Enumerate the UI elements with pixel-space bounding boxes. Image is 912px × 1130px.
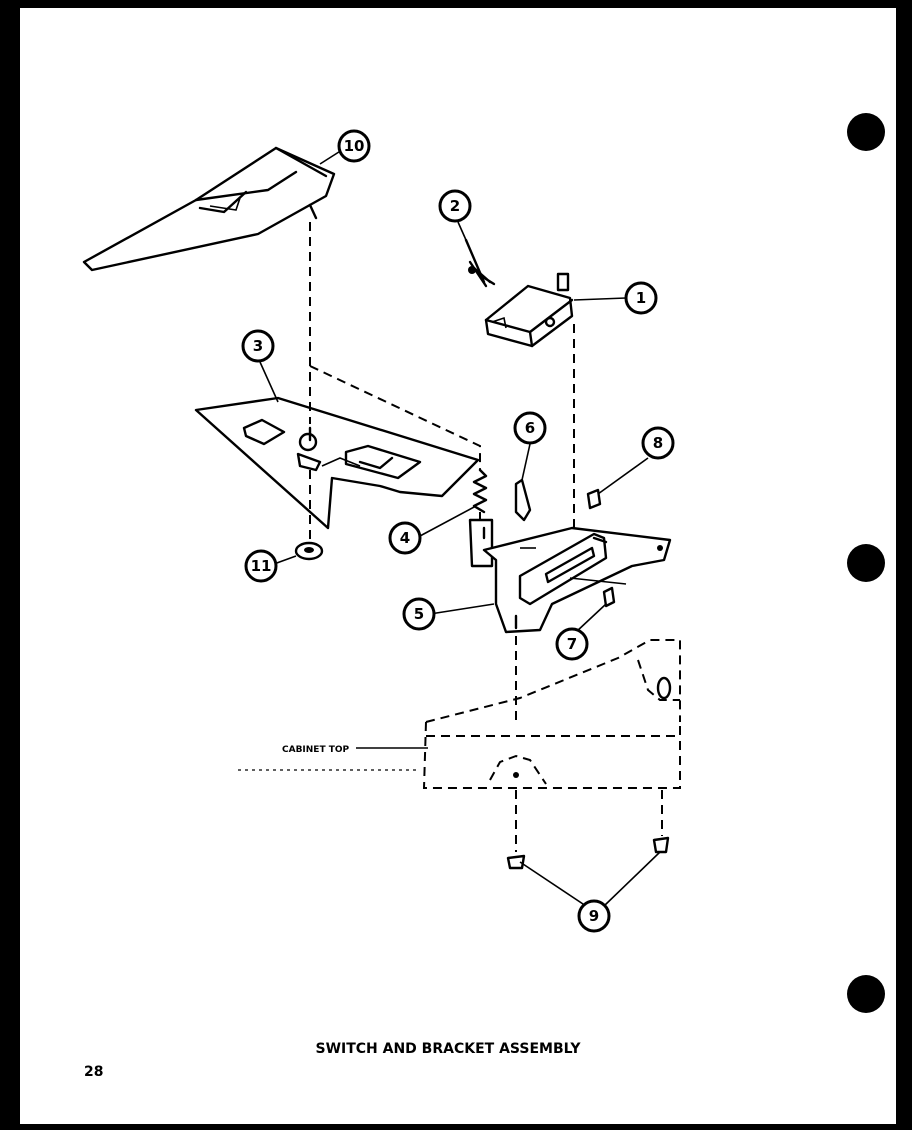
svg-text:11: 11 (251, 557, 272, 575)
svg-text:4: 4 (400, 529, 410, 547)
cabinet-top-label: CABINET TOP (282, 745, 350, 755)
callout-7: 7 (555, 627, 589, 661)
part-1-switch (484, 272, 574, 348)
part-2-screw (464, 238, 496, 288)
binder-hole-middle (847, 544, 885, 582)
callout-4: 4 (388, 521, 422, 555)
callout-2: 2 (438, 189, 472, 223)
cabinet-top-outline (238, 639, 681, 789)
part-5-bracket (468, 518, 672, 634)
svg-text:5: 5 (414, 605, 424, 623)
callout-10: 10 (337, 129, 371, 163)
callout-3: 3 (241, 329, 275, 363)
svg-text:6: 6 (525, 419, 535, 437)
svg-text:2: 2 (450, 197, 460, 215)
binder-hole-bottom (847, 975, 885, 1013)
part-7-tab (602, 586, 616, 608)
part-10-lever (82, 146, 336, 272)
callout-8: 8 (641, 426, 675, 460)
callout-6: 6 (513, 411, 547, 445)
svg-text:7: 7 (567, 635, 577, 653)
callout-5: 5 (402, 597, 436, 631)
part-3-plate (194, 396, 480, 530)
assembly-guide-lines (309, 222, 663, 852)
svg-text:10: 10 (344, 137, 365, 155)
svg-text:3: 3 (253, 337, 263, 355)
leader-lines (259, 149, 661, 907)
part-6-clip (514, 478, 532, 522)
svg-text:8: 8 (653, 434, 663, 452)
binder-hole-top (847, 113, 885, 151)
part-4-spring (472, 468, 488, 514)
callout-9: 9 (577, 899, 611, 933)
page-number: 28 (84, 1064, 103, 1080)
svg-text:1: 1 (636, 289, 646, 307)
diagram-title: SWITCH AND BRACKET ASSEMBLY (315, 1041, 581, 1057)
part-11-washer (294, 541, 324, 561)
callout-11: 11 (244, 549, 278, 583)
part-8-clip (586, 488, 602, 510)
callout-1: 1 (624, 281, 658, 315)
binder-holes (847, 113, 885, 1013)
svg-text:9: 9 (589, 907, 599, 925)
part-9-screws (506, 836, 670, 870)
